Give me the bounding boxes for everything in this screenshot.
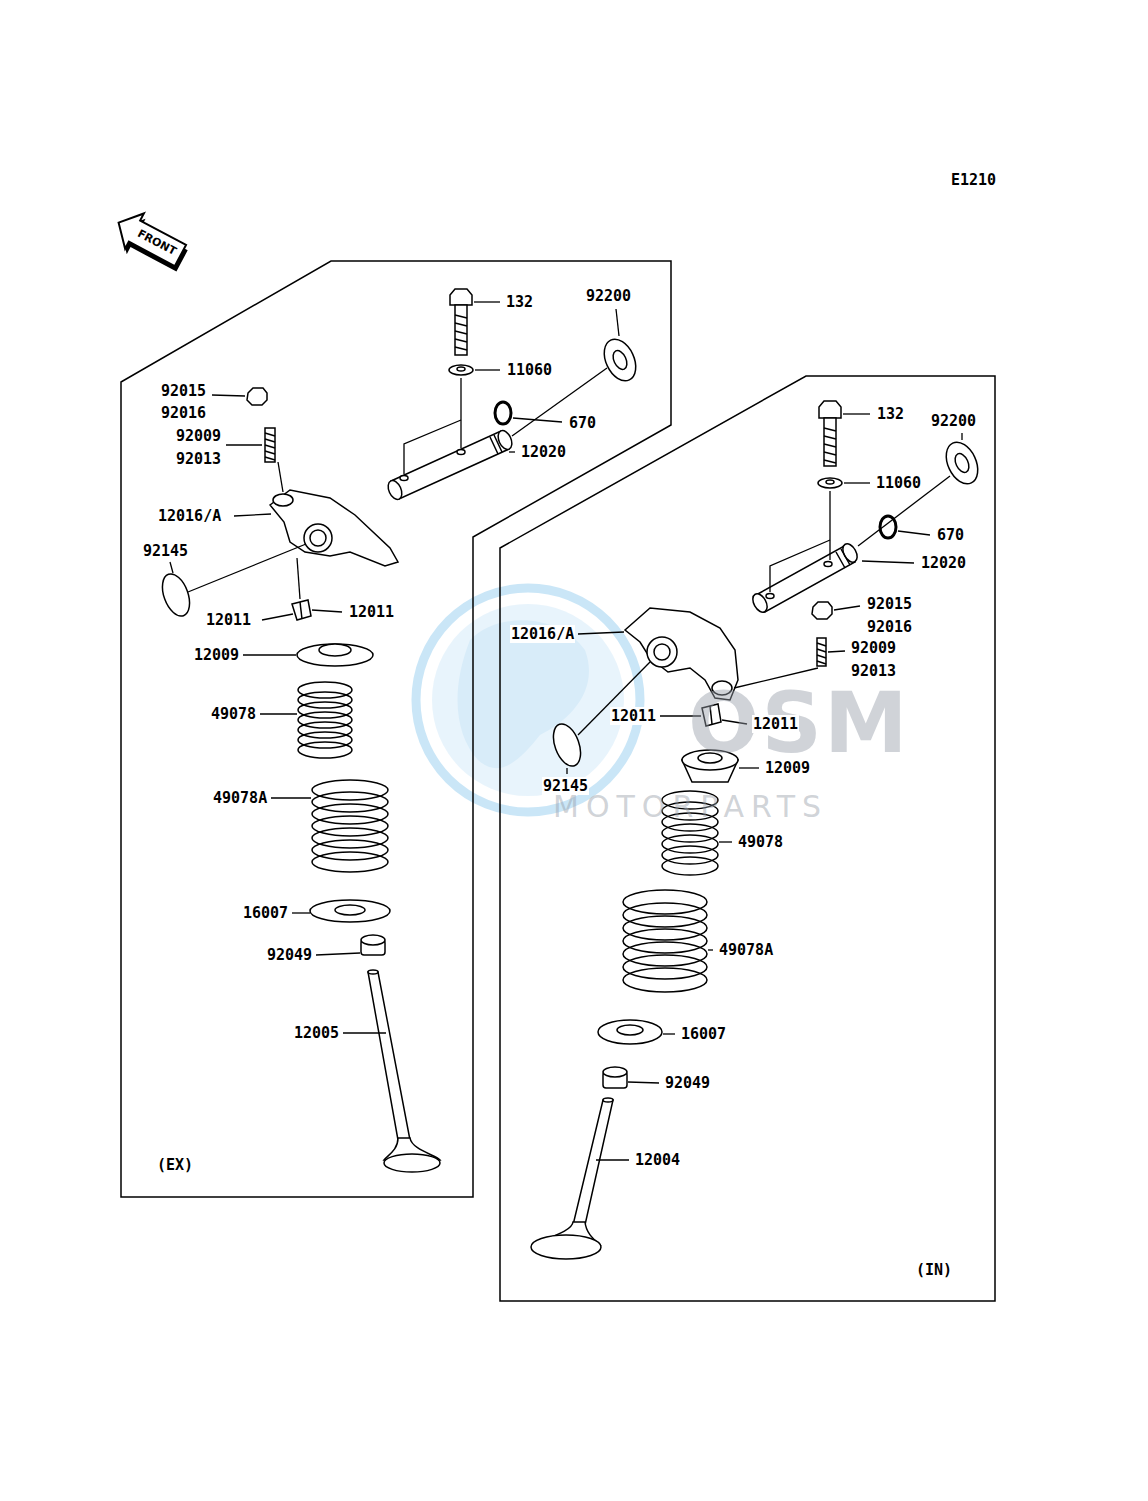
panel-outline (500, 376, 995, 1301)
callout-number: 92013 (850, 662, 897, 680)
leader-lines (170, 302, 962, 1160)
callout-number: 12020 (920, 554, 967, 572)
callout-number: 12009 (764, 759, 811, 777)
panel-outline (121, 261, 671, 1197)
callout-number: 92015 (866, 595, 913, 613)
callout-number: 92009 (175, 427, 222, 445)
callout-number: 670 (936, 526, 965, 544)
callout-number: 92016 (866, 618, 913, 636)
parts (157, 289, 984, 1259)
watermark-globe (416, 588, 640, 812)
callout-number: 16007 (242, 904, 289, 922)
panel-outline (121, 261, 671, 1197)
callout-number: 92145 (142, 542, 189, 560)
callout-number: 12011 (205, 611, 252, 629)
callout-number: 132 (876, 405, 905, 423)
callout-number: 11060 (506, 361, 553, 379)
callout-number: 92009 (850, 639, 897, 657)
callout-number: 92049 (266, 946, 313, 964)
callout-number: 12004 (634, 1151, 681, 1169)
callout-number: 92015 (160, 382, 207, 400)
diagram-code: E1210 (950, 171, 997, 189)
callout-number: 11060 (875, 474, 922, 492)
callout-number: 12016/A (157, 507, 222, 525)
callout-number: 12011 (610, 707, 657, 725)
callout-number: 49078 (737, 833, 784, 851)
watermark: MOTORPARTS (553, 790, 828, 824)
callout-number: 92200 (930, 412, 977, 430)
callout-number: 92200 (585, 287, 632, 305)
callout-number: 12011 (752, 715, 799, 733)
front-arrow (107, 205, 193, 279)
callout-number: 16007 (680, 1025, 727, 1043)
callout-number: 670 (568, 414, 597, 432)
callout-number: 12005 (293, 1024, 340, 1042)
callout-number: 92016 (160, 404, 207, 422)
panel-box: (EX) (121, 261, 671, 1197)
callout-number: 12011 (348, 603, 395, 621)
callout-number: 92013 (175, 450, 222, 468)
callout-number: 92145 (542, 777, 589, 795)
panel-tag: (IN) (916, 1261, 952, 1279)
callout-number: 49078 (210, 705, 257, 723)
callout-number: 92049 (664, 1074, 711, 1092)
callout-number: 49078A (718, 941, 774, 959)
panel-tag: (EX) (157, 1156, 193, 1174)
callout-number: 49078A (212, 789, 268, 807)
callout-number: 132 (505, 293, 534, 311)
callout-number: 12009 (193, 646, 240, 664)
callout-number: 12020 (520, 443, 567, 461)
callout-number: 12016/A (510, 625, 575, 643)
